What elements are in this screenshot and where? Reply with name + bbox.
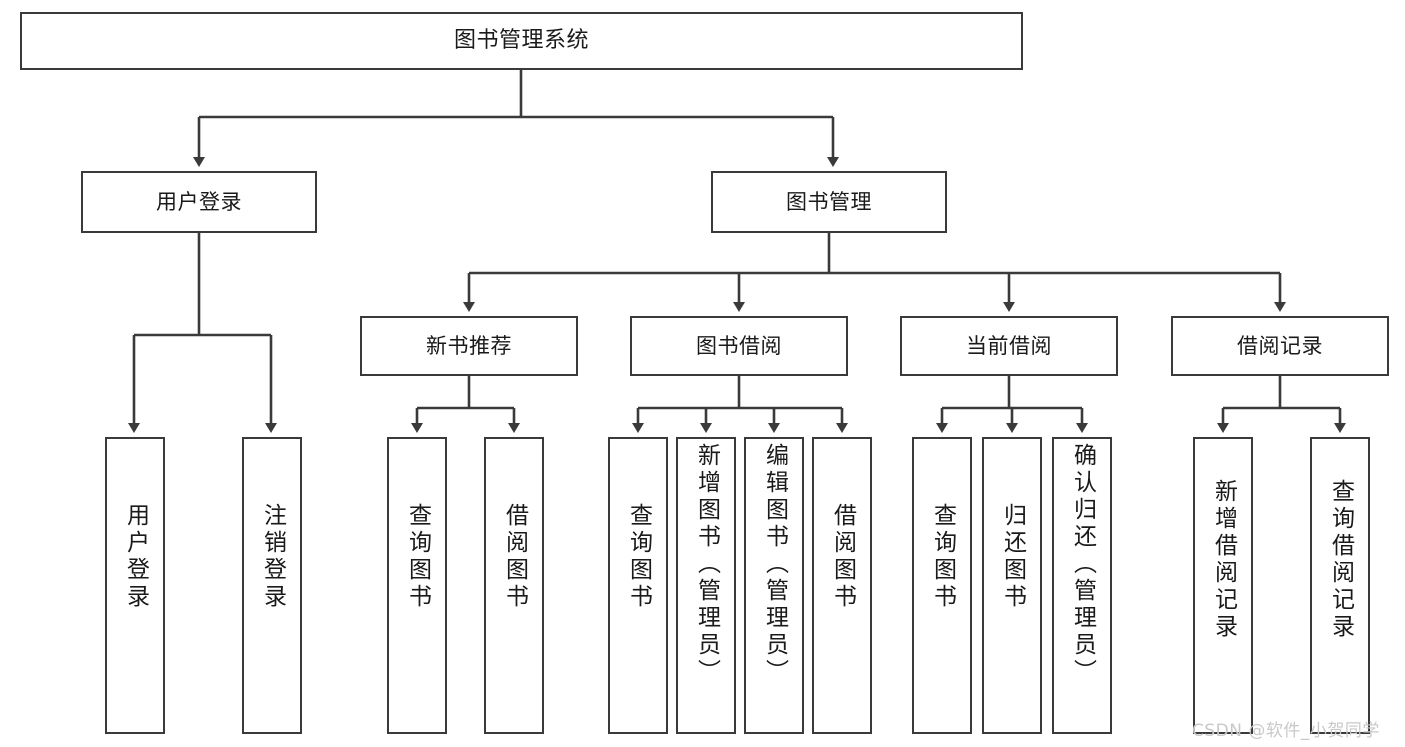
node-user-login[interactable]: 用户登录: [81, 171, 317, 233]
node-label: 查询图书: [625, 503, 652, 611]
node-label: 查询图书: [929, 503, 956, 611]
watermark-credit: CSDN @软件_小贺同学: [1192, 721, 1380, 741]
node-label: 图书管理系统: [453, 28, 589, 54]
node-leaf-rec-query[interactable]: 查询图书: [387, 437, 447, 734]
node-leaf-bb-edit[interactable]: 编辑图书（管理员）: [744, 437, 804, 734]
node-leaf-cb-confirm[interactable]: 确认归还（管理员）: [1052, 437, 1112, 734]
node-book-manage[interactable]: 图书管理: [711, 171, 947, 233]
node-leaf-user-login[interactable]: 用户登录: [105, 437, 165, 734]
node-label: 注销登录: [259, 503, 286, 611]
node-root[interactable]: 图书管理系统: [20, 12, 1023, 70]
node-label: 归还图书: [999, 503, 1026, 611]
node-label: 确认归还（管理员）: [1069, 443, 1096, 686]
node-book-borrow[interactable]: 图书借阅: [630, 316, 848, 376]
node-label: 借阅记录: [1237, 333, 1323, 358]
node-label: 当前借阅: [966, 333, 1052, 358]
node-label: 图书借阅: [696, 333, 782, 358]
node-new-book-rec[interactable]: 新书推荐: [360, 316, 578, 376]
node-label: 借阅图书: [501, 503, 528, 611]
node-leaf-logout[interactable]: 注销登录: [242, 437, 302, 734]
node-current-borrow[interactable]: 当前借阅: [900, 316, 1118, 376]
node-leaf-rec-borrow[interactable]: 借阅图书: [484, 437, 544, 734]
node-label: 新增借阅记录: [1210, 479, 1237, 641]
node-label: 新书推荐: [426, 333, 512, 358]
node-label: 查询借阅记录: [1327, 479, 1354, 641]
node-leaf-bb-add[interactable]: 新增图书（管理员）: [676, 437, 736, 734]
node-leaf-bb-query[interactable]: 查询图书: [608, 437, 668, 734]
node-leaf-br-add[interactable]: 新增借阅记录: [1193, 437, 1253, 734]
node-leaf-cb-query[interactable]: 查询图书: [912, 437, 972, 734]
node-leaf-cb-return[interactable]: 归还图书: [982, 437, 1042, 734]
node-label: 用户登录: [122, 503, 149, 611]
node-leaf-br-query[interactable]: 查询借阅记录: [1310, 437, 1370, 734]
node-label: 新增图书（管理员）: [693, 443, 720, 686]
node-label: 用户登录: [156, 189, 242, 214]
node-label: 查询图书: [404, 503, 431, 611]
node-borrow-record[interactable]: 借阅记录: [1171, 316, 1389, 376]
node-label: 编辑图书（管理员）: [761, 443, 788, 686]
node-label: 图书管理: [786, 189, 872, 214]
node-label: 借阅图书: [829, 503, 856, 611]
node-leaf-bb-borrow[interactable]: 借阅图书: [812, 437, 872, 734]
